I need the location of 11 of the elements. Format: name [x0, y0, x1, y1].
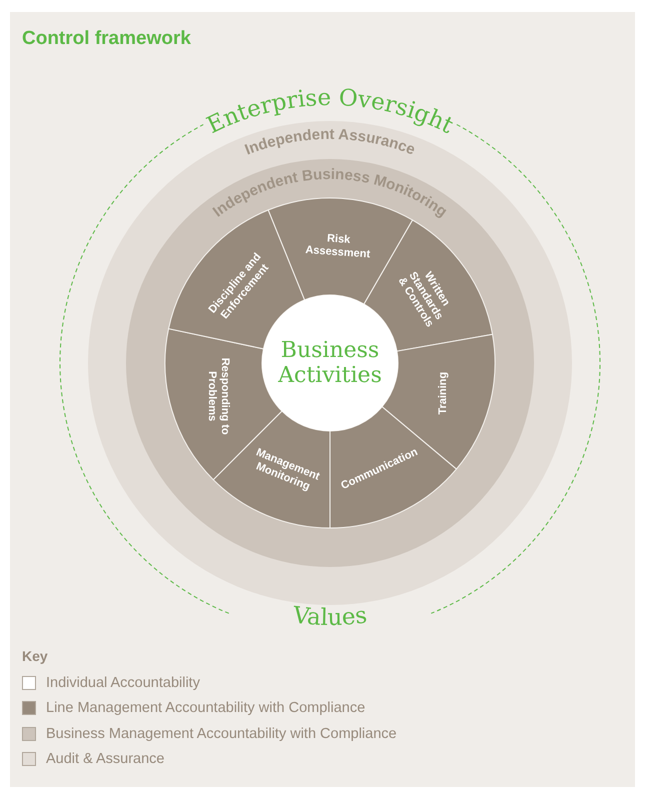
title: Control framework [22, 28, 191, 50]
segment-label: Responding to Problems [205, 356, 230, 436]
center-label: Business Activities [277, 338, 383, 388]
ring-label: Values [292, 602, 368, 632]
legend-label: Business Management Accountability with Compliance [46, 726, 397, 742]
segment-label: Training [436, 372, 450, 415]
legend-label: Audit & Assurance [46, 751, 164, 768]
legend-label: Line Management Accountability with Compliance [46, 700, 366, 716]
legend-heading: Key [22, 648, 49, 664]
segment-label: Risk Assessment [304, 232, 372, 262]
legend-label: Individual Accountability [46, 674, 200, 691]
